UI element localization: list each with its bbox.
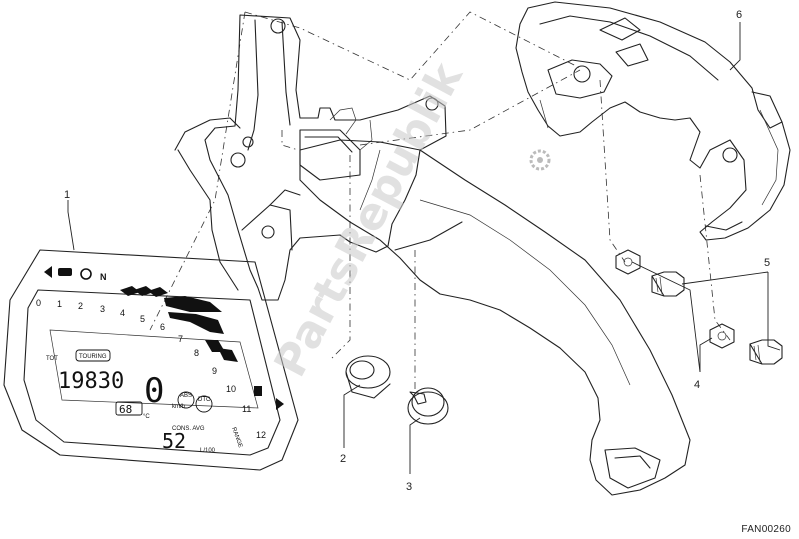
temperature-unit: °C: [143, 414, 150, 420]
dtc-icon: [195, 395, 213, 413]
speed-unit: km/h: [172, 404, 185, 410]
temperature-value: 68: [119, 403, 132, 416]
turn-left-icon: [44, 266, 52, 278]
callout-2: 2: [340, 453, 346, 465]
callout-5: 5: [764, 257, 770, 269]
rpm-tick: 4: [120, 308, 125, 318]
rpm-tick: 10: [226, 384, 236, 394]
warning-light-icon: [80, 268, 92, 280]
odometer-value: 19830: [58, 369, 124, 394]
neutral-indicator: N: [100, 272, 107, 282]
callout-3: 3: [406, 481, 412, 493]
instrument-cover: [299, 139, 691, 496]
temperature-frame: [115, 401, 143, 416]
screw-upper: [651, 271, 685, 297]
cons-unit: L/100: [200, 448, 216, 454]
rpm-tick: 8: [194, 348, 199, 358]
mode-badge-frame: [75, 349, 111, 362]
abs-label: ABS: [180, 393, 192, 399]
rpm-tick: 7: [178, 334, 183, 344]
gear-display: 0: [144, 371, 164, 411]
rpm-scale: 0 1 2 3 4 5 6 7 8 9 10 11 12: [36, 298, 266, 440]
tot-label: TOT: [46, 356, 58, 362]
cons-avg-label: CONS. AVG: [172, 426, 205, 432]
rpm-tick: 0: [36, 298, 41, 308]
callout-4: 4: [694, 379, 700, 391]
turn-right-icon: [276, 398, 284, 410]
drawing-code: FAN00260: [741, 524, 791, 535]
callout-1: 1: [64, 189, 70, 201]
callout-6: 6: [736, 9, 742, 21]
screw-lower: [749, 339, 783, 365]
spacer-bushing: [407, 387, 449, 425]
rpm-tick: 1: [57, 299, 62, 309]
abs-icon: [177, 391, 195, 409]
mode-badge: TOURING: [79, 354, 107, 360]
fuel-icon: [254, 386, 262, 396]
watermark: PartsRepublik: [265, 53, 474, 385]
rpm-bar: [120, 286, 238, 362]
rpm-tick: 2: [78, 301, 83, 311]
cons-value: 52: [162, 429, 186, 453]
grommet: [345, 355, 391, 399]
gear-icon: [529, 149, 551, 171]
high-beam-icon: [58, 268, 72, 276]
range-label: RANGE: [230, 427, 243, 449]
rpm-tick: 11: [242, 404, 251, 414]
rpm-tick: 12: [256, 430, 266, 440]
nut-upper: [615, 249, 641, 275]
rpm-tick: 9: [212, 366, 217, 376]
dtc-label: DTC: [198, 397, 211, 403]
support-bracket: [174, 14, 463, 301]
rpm-tick: 5: [140, 314, 145, 324]
callouts: 1 2 3 4 5 6: [64, 9, 781, 493]
nut-lower: [709, 323, 735, 349]
fairing-bracket: [515, 1, 791, 241]
fasteners: [615, 249, 783, 365]
rpm-tick: 6: [160, 322, 165, 332]
instrument-panel: N 0 1 2 3 4 5 6 7 8 9 10 11 12 TOURING T…: [3, 249, 299, 471]
rpm-tick: 3: [100, 304, 105, 314]
